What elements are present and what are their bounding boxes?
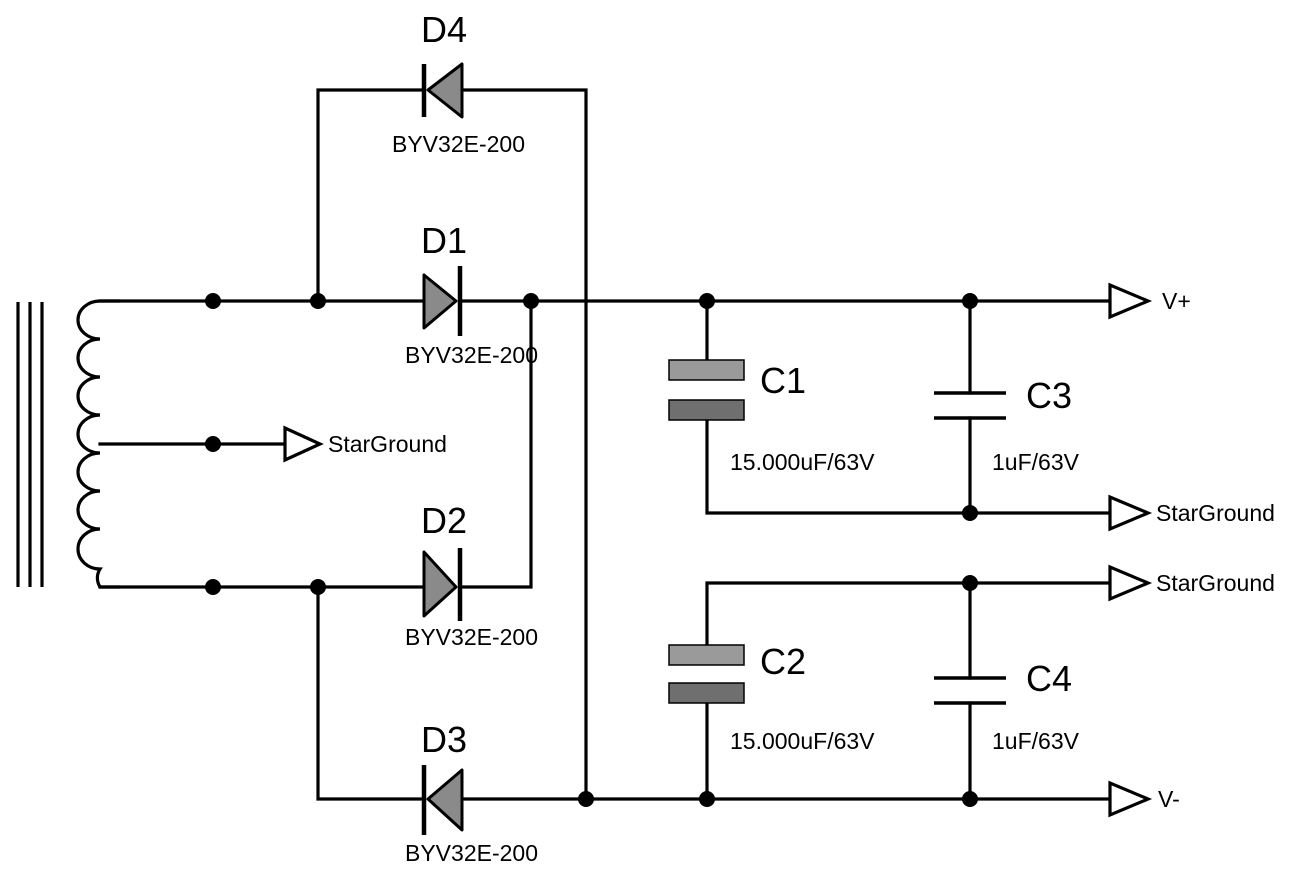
net-port-vplus: V+	[1108, 282, 1191, 320]
diode-reference: D1	[421, 220, 467, 261]
diode-triangle	[426, 768, 464, 832]
diode-triangle	[422, 273, 458, 330]
junction-dot	[523, 293, 539, 309]
diode-d4: D4 BYV32E-200	[392, 9, 525, 157]
junction-dot	[699, 293, 715, 309]
port-arrow-icon	[283, 425, 324, 463]
capacitor-value: 15.000uF/63V	[730, 728, 875, 754]
capacitor-reference: C4	[1026, 658, 1072, 699]
port-arrow-icon	[1108, 780, 1153, 818]
port-arrow-icon	[1108, 564, 1153, 602]
junction-dot	[310, 579, 326, 595]
capacitor-reference: C2	[760, 641, 806, 682]
junction-dot	[962, 293, 978, 309]
wire	[458, 88, 588, 801]
capacitor-positive-plate	[668, 644, 745, 666]
capacitor-c4: C4 1uF/63V	[934, 658, 1080, 754]
capacitor-c3: C3 1uF/63V	[934, 375, 1080, 475]
net-label: StarGround	[1156, 500, 1275, 526]
junction-dot	[578, 791, 594, 807]
capacitor-negative-plate	[668, 399, 745, 421]
junction-dot	[205, 579, 221, 595]
diode-triangle	[426, 62, 464, 119]
net-port-starground-bottom: StarGround	[1108, 564, 1275, 602]
transformer-secondary-winding	[76, 299, 120, 589]
capacitor-reference: C1	[760, 360, 806, 401]
wire	[705, 581, 1112, 647]
port-arrow-icon	[1108, 282, 1153, 320]
capacitor-negative-plate	[668, 682, 745, 704]
net-port-vminus: V-	[1108, 780, 1180, 818]
junction-dot	[962, 791, 978, 807]
capacitor-c2: C2 15.000uF/63V	[668, 641, 875, 754]
junction-dot	[310, 293, 326, 309]
diode-part-number: BYV32E-200	[392, 131, 525, 157]
wire	[316, 585, 426, 801]
wire	[316, 88, 426, 303]
diode-part-number: BYV32E-200	[405, 840, 538, 866]
capacitor-value: 15.000uF/63V	[730, 449, 875, 475]
junction-dot	[962, 505, 978, 521]
capacitor-positive-plate	[668, 359, 745, 381]
junction-dot	[962, 575, 978, 591]
diode-d2: D2 BYV32E-200	[405, 500, 538, 650]
capacitor-reference: C3	[1026, 375, 1072, 416]
diode-triangle	[422, 550, 458, 618]
diode-reference: D2	[421, 500, 467, 541]
wire	[458, 299, 533, 589]
capacitor-value: 1uF/63V	[992, 449, 1080, 475]
junction-dot	[205, 436, 221, 452]
diode-reference: D4	[421, 9, 467, 50]
junctions	[205, 293, 978, 807]
net-port-starground-top: StarGround	[1108, 494, 1275, 532]
diode-reference: D3	[421, 719, 467, 760]
diode-d3: D3 BYV32E-200	[405, 719, 538, 866]
net-label: StarGround	[1156, 570, 1275, 596]
junction-dot	[205, 293, 221, 309]
wires	[98, 88, 1112, 801]
diode-part-number: BYV32E-200	[405, 342, 538, 368]
diode-d1: D1 BYV32E-200	[405, 220, 538, 368]
capacitor-c1: C1 15.000uF/63V	[668, 359, 875, 475]
junction-dot	[699, 791, 715, 807]
net-label: V-	[1158, 786, 1180, 812]
port-arrow-icon	[1108, 494, 1153, 532]
capacitor-value: 1uF/63V	[992, 728, 1080, 754]
net-label: StarGround	[328, 431, 447, 457]
net-port-starground-transformer: StarGround	[283, 425, 447, 463]
net-label: V+	[1162, 288, 1191, 314]
diode-part-number: BYV32E-200	[405, 624, 538, 650]
transformer	[16, 299, 120, 589]
